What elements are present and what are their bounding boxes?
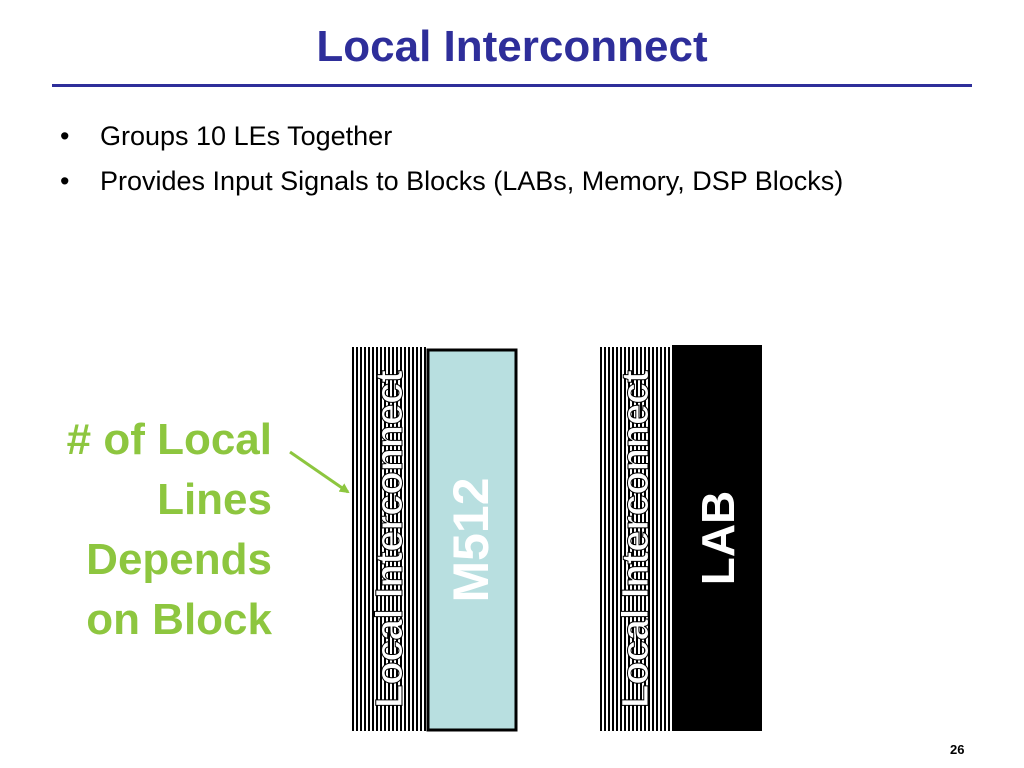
callout-line: # of Local [66, 415, 272, 464]
callout-line: on Block [86, 595, 272, 644]
callout-text: # of Local Lines Depends on Block [10, 410, 272, 650]
bullet-text: Groups 10 LEs Together [100, 121, 393, 151]
bullet-marker: • [60, 121, 70, 151]
title-divider [52, 84, 972, 87]
bullet-item: • Provides Input Signals to Blocks (LABs… [60, 163, 960, 200]
callout-line: Lines [157, 475, 272, 524]
lab-label: LAB [692, 491, 744, 586]
bullet-marker: • [60, 166, 70, 196]
bullet-list: • Groups 10 LEs Together • Provides Inpu… [60, 118, 960, 208]
left-interconnect-strip [352, 347, 428, 731]
right-interconnect-strip [598, 347, 672, 731]
bullet-item: • Groups 10 LEs Together [60, 118, 960, 155]
lab-block [672, 345, 762, 731]
right-interconnect-label: Local Interconnect [615, 370, 657, 708]
bullet-text: Provides Input Signals to Blocks (LABs, … [100, 166, 844, 196]
page-number: 26 [950, 742, 965, 757]
callout-line: Depends [86, 535, 272, 584]
callout-arrow [289, 450, 350, 494]
left-interconnect-label: Local Interconnect [369, 370, 411, 708]
m512-label: M512 [443, 477, 499, 602]
slide-title: Local Interconnect [316, 22, 708, 71]
m512-block [426, 348, 518, 732]
